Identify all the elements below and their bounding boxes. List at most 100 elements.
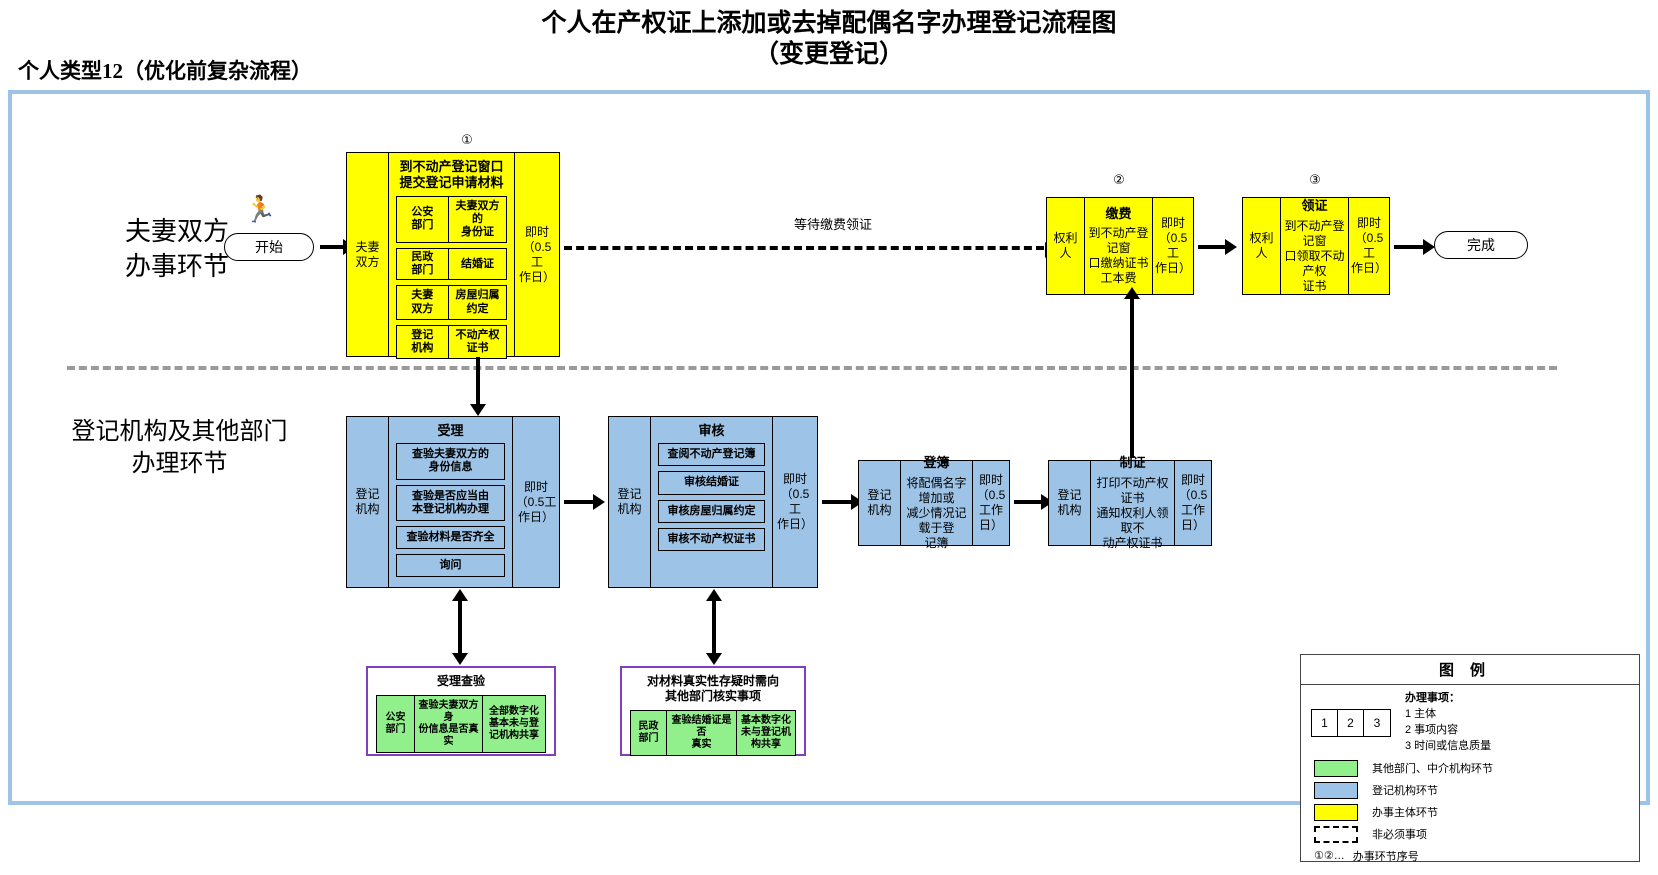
lane-label-agency-line2: 办理环节 bbox=[131, 451, 228, 478]
stage-review-time-text: 即时（0.5工作日） bbox=[776, 472, 813, 531]
step-marker-3: ③ bbox=[1309, 172, 1321, 187]
stage-apply-item: 夫妻双方 房屋归属约定 bbox=[395, 285, 508, 320]
stage-receive[interactable]: 权利人 领证 到不动产登记窗口领取不动产权证书 即时（0.5工作日） bbox=[1242, 197, 1390, 295]
waiting-label: 等待缴费领证 bbox=[794, 217, 873, 232]
page-subtitle: 个人类型12（优化前复杂流程） bbox=[18, 59, 312, 83]
stage-accept-item: 查验夫妻双方的身份信息 bbox=[395, 443, 506, 480]
legend-number-boxes: 1 2 3 bbox=[1311, 708, 1391, 737]
arrow-receive-to-end bbox=[1394, 239, 1435, 255]
arrow-register-to-certify bbox=[1014, 494, 1053, 510]
verify-check-box[interactable]: 对材料真实性存疑时需向其他部门核实事项 民政部门 查验结婚证是否真实 基本数字化… bbox=[620, 666, 806, 756]
stage-accept-actor-text: 登记机构 bbox=[355, 487, 380, 516]
stage-receive-time: 即时（0.5工作日） bbox=[1349, 198, 1389, 294]
legend-label-yellow: 办事主体环节 bbox=[1372, 807, 1438, 820]
stage-accept[interactable]: 登记机构 受理 查验夫妻双方的身份信息 查验是否应当由本登记机构办理 查验材料是… bbox=[346, 416, 560, 588]
accept-check-title: 受理查验 bbox=[436, 674, 485, 688]
stage-accept-title: 受理 bbox=[437, 423, 464, 438]
legend-number-2: 2 bbox=[1338, 709, 1364, 736]
legend-swatch-blue bbox=[1314, 781, 1358, 799]
stage-register-actor: 登记机构 bbox=[859, 461, 901, 545]
legend-label-green: 其他部门、中介机构环节 bbox=[1372, 763, 1493, 776]
arrow-pay-to-receive bbox=[1198, 239, 1237, 255]
legend-row-yellow: 办事主体环节 bbox=[1311, 803, 1629, 821]
arrow-review-to-register bbox=[822, 494, 863, 510]
start-label: 开始 bbox=[255, 241, 283, 256]
accept-check-row: 公安部门 查验夫妻双方身份信息是否真实 全部数字化基本未与登记机构共享 bbox=[376, 695, 546, 753]
stage-pay-content: 到不动产登记窗口缴纳证书工本费 bbox=[1088, 226, 1149, 286]
stage-register-title: 登簿 bbox=[923, 455, 950, 471]
legend-number-1: 1 bbox=[1312, 709, 1338, 736]
legend-row-green: 其他部门、中介机构环节 bbox=[1311, 759, 1629, 777]
stage-certify-title: 制证 bbox=[1119, 455, 1146, 471]
arrow-review-to-check bbox=[706, 589, 722, 665]
legend-row-dashed: 非必须事项 bbox=[1311, 825, 1629, 843]
legend-matter-3: 3 时间或信息质量 bbox=[1405, 739, 1492, 752]
stage-pay-actor: 权利人 bbox=[1047, 198, 1085, 294]
stage-pay[interactable]: 权利人 缴费 到不动产登记窗口缴纳证书工本费 即时（0.5工作日） bbox=[1046, 197, 1194, 295]
legend-row-sequence: ①②… 办事环节序号 bbox=[1311, 848, 1629, 864]
stage-apply-actor-text: 夫妻双方 bbox=[355, 239, 380, 269]
stage-apply-item-content: 房屋归属约定 bbox=[448, 286, 507, 319]
end-label: 完成 bbox=[1467, 239, 1495, 254]
arrow-certify-to-pay bbox=[1124, 287, 1140, 458]
arrow-start-to-apply bbox=[320, 239, 355, 255]
lane-divider bbox=[67, 366, 1557, 370]
stage-pay-title: 缴费 bbox=[1105, 205, 1132, 221]
stage-accept-item: 查验材料是否齐全 bbox=[395, 526, 506, 550]
stage-review-actor-text: 登记机构 bbox=[617, 487, 642, 516]
stage-review[interactable]: 登记机构 审核 查阅不动产登记簿 审核结婚证 审核房屋归属约定 审核不动产权证书… bbox=[608, 416, 818, 588]
stage-apply-item: 民政部门 结婚证 bbox=[395, 248, 508, 281]
stage-accept-time: 即时（0.5工作日） bbox=[513, 417, 559, 587]
page-title-line1: 个人在产权证上添加或去掉配偶名字办理登记流程图 bbox=[541, 10, 1117, 37]
legend-matters-title: 办理事项： bbox=[1405, 692, 1460, 704]
stage-review-item: 查阅不动产登记簿 bbox=[657, 443, 766, 467]
start-node[interactable]: 开始 bbox=[224, 233, 314, 261]
step-marker-2: ② bbox=[1113, 172, 1125, 187]
stage-accept-item: 查验是否应当由本登记机构办理 bbox=[395, 484, 506, 521]
stage-accept-item: 询问 bbox=[395, 554, 506, 578]
legend-sequence-symbol: ①②… bbox=[1314, 850, 1345, 863]
stage-apply-item-content: 夫妻双方的身份证 bbox=[448, 196, 507, 243]
legend-label-dashed: 非必须事项 bbox=[1372, 829, 1427, 842]
stage-apply-item-dept: 公安部门 bbox=[396, 196, 449, 243]
legend-label-sequence: 办事环节序号 bbox=[1352, 850, 1419, 863]
arrow-waiting-dashed bbox=[564, 242, 1057, 258]
stage-apply-item-content: 不动产权证书 bbox=[448, 325, 507, 359]
stage-apply-item-content: 结婚证 bbox=[448, 249, 507, 280]
legend-label-blue: 登记机构环节 bbox=[1372, 785, 1438, 798]
stage-accept-time-text: 即时（0.5工作日） bbox=[515, 479, 557, 524]
accept-check-box[interactable]: 受理查验 公安部门 查验夫妻双方身份信息是否真实 全部数字化基本未与登记机构共享 bbox=[366, 666, 556, 756]
stage-review-time: 即时（0.5工作日） bbox=[773, 417, 817, 587]
lane-label-citizen-line2: 办事环节 bbox=[124, 252, 229, 282]
stage-apply-body: 到不动产登记窗口提交登记申请材料 公安部门 夫妻双方的身份证 民政部门 结婚证 … bbox=[389, 153, 515, 360]
stage-pay-time: 即时（0.5工作日） bbox=[1153, 198, 1193, 294]
accept-check-cell: 公安部门 bbox=[377, 696, 415, 752]
legend-matter-1: 1 主体 bbox=[1405, 707, 1437, 720]
stage-review-body: 审核 查阅不动产登记簿 审核结婚证 审核房屋归属约定 审核不动产权证书 bbox=[651, 417, 773, 587]
stage-pay-actor-text: 权利人 bbox=[1053, 231, 1078, 260]
stage-pay-body: 缴费 到不动产登记窗口缴纳证书工本费 bbox=[1085, 198, 1153, 294]
stage-receive-actor: 权利人 bbox=[1243, 198, 1281, 294]
stage-apply-item-dept: 夫妻双方 bbox=[396, 286, 449, 319]
stage-apply[interactable]: 夫妻双方 到不动产登记窗口提交登记申请材料 公安部门 夫妻双方的身份证 民政部门… bbox=[346, 152, 560, 360]
stage-review-item: 审核不动产权证书 bbox=[657, 527, 766, 551]
end-node[interactable]: 完成 bbox=[1434, 231, 1528, 259]
legend-matters: 办理事项： 1 主体 2 事项内容 3 时间或信息质量 bbox=[1405, 691, 1491, 755]
verify-check-cell: 基本数字化未与登记机构共享 bbox=[737, 711, 795, 755]
stage-review-title: 审核 bbox=[698, 423, 725, 438]
stage-apply-items: 公安部门 夫妻双方的身份证 民政部门 结婚证 夫妻双方 房屋归属约定 登记机构 … bbox=[391, 195, 512, 360]
stage-review-item: 审核结婚证 bbox=[657, 471, 766, 495]
stage-certify-actor: 登记机构 bbox=[1049, 461, 1091, 545]
verify-check-row: 民政部门 查验结婚证是否真实 基本数字化未与登记机构共享 bbox=[630, 710, 796, 756]
legend-matter-2: 2 事项内容 bbox=[1405, 723, 1459, 736]
page-title: 个人在产权证上添加或去掉配偶名字办理登记流程图 （变更登记） bbox=[0, 8, 1658, 71]
stage-certify-content: 打印不动产权证书通知权利人领取不动产权证书 bbox=[1096, 475, 1169, 550]
arrow-apply-to-accept bbox=[470, 357, 486, 416]
legend-header: 图例 bbox=[1301, 655, 1639, 685]
stage-apply-title: 到不动产登记窗口提交登记申请材料 bbox=[399, 159, 504, 191]
